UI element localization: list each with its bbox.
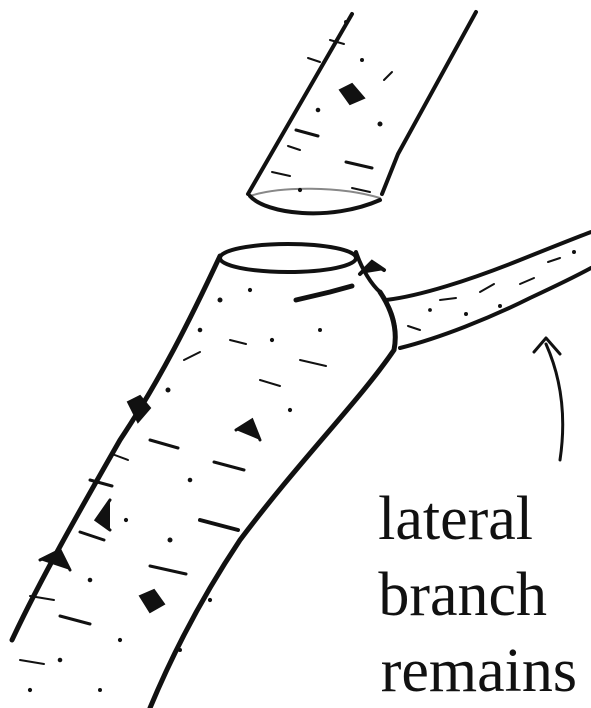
removed-stem-section xyxy=(248,12,476,213)
label-line-branch: branch xyxy=(378,564,547,626)
pointer-arrow xyxy=(534,338,563,460)
trunk-bark-marks xyxy=(20,262,384,692)
label-line-lateral: lateral xyxy=(378,488,533,550)
lateral-branch xyxy=(386,232,591,350)
trunk-outline xyxy=(12,244,395,708)
label-line-remains: remains xyxy=(381,640,577,702)
